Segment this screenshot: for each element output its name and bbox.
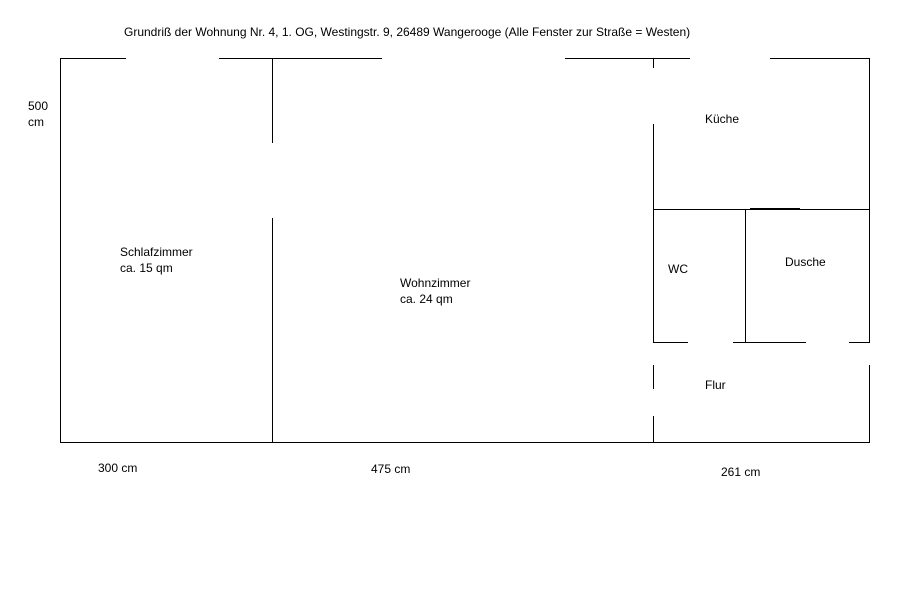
room-dusche: Dusche bbox=[785, 255, 826, 269]
height-dimension: 500 cm bbox=[28, 98, 48, 130]
height-unit: cm bbox=[28, 115, 44, 129]
room-name: Schlafzimmer bbox=[120, 245, 193, 259]
width-dimension-schlafzimmer: 300 cm bbox=[98, 461, 138, 475]
room-kueche: Küche bbox=[705, 112, 740, 126]
room-area: ca. 24 qm bbox=[400, 292, 453, 306]
height-value: 500 bbox=[28, 99, 49, 113]
plan-title: Grundriß der Wohnung Nr. 4, 1. OG, Westi… bbox=[124, 25, 691, 39]
width-dimension-rechts: 261 cm bbox=[721, 465, 761, 479]
room-flur: Flur bbox=[705, 378, 726, 392]
width-dimension-wohnzimmer: 475 cm bbox=[371, 462, 411, 476]
room-name: Wohnzimmer bbox=[400, 276, 471, 290]
room-wc: WC bbox=[668, 262, 688, 276]
room-wohnzimmer: Wohnzimmer ca. 24 qm bbox=[400, 275, 470, 307]
room-schlafzimmer: Schlafzimmer ca. 15 qm bbox=[120, 244, 193, 276]
room-area: ca. 15 qm bbox=[120, 261, 173, 275]
